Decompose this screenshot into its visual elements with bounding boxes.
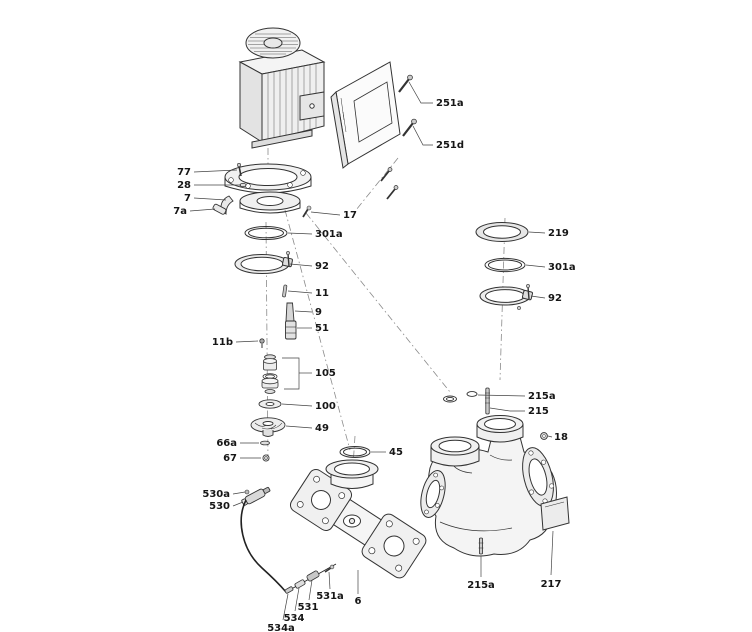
disc-100 (258, 399, 282, 409)
plate-217 (540, 496, 570, 531)
stud-215 (485, 387, 490, 415)
cover-screw-251a (398, 74, 413, 93)
callout-534: 534 (284, 613, 305, 624)
clamp-half-7a (212, 203, 227, 215)
wear-ring-45 (339, 446, 371, 458)
nut-215a-top (443, 391, 478, 403)
callout-leader-lines (189, 81, 554, 621)
mounting-screws (380, 167, 399, 200)
shaft-9 (285, 302, 295, 322)
motor-stool-flange (224, 163, 312, 194)
callout-251d: 251d (436, 140, 464, 151)
screw-17 (302, 205, 312, 218)
oring-301a-right (484, 257, 526, 273)
oring-301a-left (244, 226, 288, 240)
callout-215a-top: 215a (528, 391, 556, 402)
callout-45: 45 (389, 447, 403, 458)
callout-51: 51 (315, 323, 329, 334)
callout-531: 531 (298, 602, 319, 613)
callout-18: 18 (554, 432, 568, 443)
callout-7a: 7a (173, 206, 187, 217)
callout-534a: 534a (267, 623, 295, 632)
plug-18 (540, 432, 548, 440)
callout-17: 17 (343, 210, 357, 221)
pump-housing-left (289, 459, 427, 579)
callout-531a: 531a (316, 591, 344, 602)
callout-301a-left: 301a (315, 229, 343, 240)
connector-534a (284, 586, 294, 594)
gasket-219 (475, 222, 529, 242)
callout-6: 6 (355, 596, 362, 607)
callout-301a-right: 301a (548, 262, 576, 273)
pump-housing-right (420, 415, 557, 557)
callout-251a: 251a (436, 98, 464, 109)
callout-7: 7 (184, 193, 191, 204)
cover-screw-251d (402, 118, 417, 137)
callout-215: 215 (528, 406, 549, 417)
callout-530: 530 (209, 501, 230, 512)
coupling-51 (285, 320, 297, 340)
callout-28: 28 (177, 180, 191, 191)
callout-217: 217 (541, 579, 562, 590)
connector-534 (294, 579, 306, 589)
screw-531a (324, 564, 335, 573)
callout-49: 49 (315, 423, 329, 434)
motor-fan-grille (245, 27, 301, 59)
impeller-49 (250, 417, 286, 437)
callout-530a: 530a (202, 489, 230, 500)
callout-92-right: 92 (548, 293, 562, 304)
callout-11: 11 (315, 288, 329, 299)
callout-66a: 66a (216, 438, 237, 449)
callout-11b: 11b (212, 337, 233, 348)
screw-77 (237, 163, 242, 177)
sensor-530 (241, 486, 271, 506)
control-box-cover (330, 61, 401, 169)
bearing-flange (239, 191, 301, 214)
motor-drive-unit (238, 49, 326, 149)
callout-219: 219 (548, 228, 569, 239)
callout-9: 9 (315, 307, 322, 318)
callout-100: 100 (315, 401, 336, 412)
callout-92-left: 92 (315, 261, 329, 272)
nut-67 (262, 454, 270, 462)
pin-11b (259, 338, 265, 348)
washer-66a (260, 440, 270, 446)
callout-105: 105 (315, 368, 336, 379)
exploded-axis-lines (265, 148, 506, 467)
callout-labels: 251a 251d 77 28 7 7a 17 301a 92 11 9 51 … (173, 98, 575, 632)
stud-215a-bottom (478, 537, 484, 555)
connector-531 (306, 570, 320, 582)
clamp-92-right (479, 284, 534, 310)
pin-11 (282, 284, 288, 298)
seal-kit-105 (261, 354, 279, 394)
callout-77: 77 (177, 167, 191, 178)
callout-67: 67 (223, 453, 237, 464)
callout-215a-bottom: 215a (467, 580, 495, 591)
clamp-92-left (234, 251, 293, 274)
